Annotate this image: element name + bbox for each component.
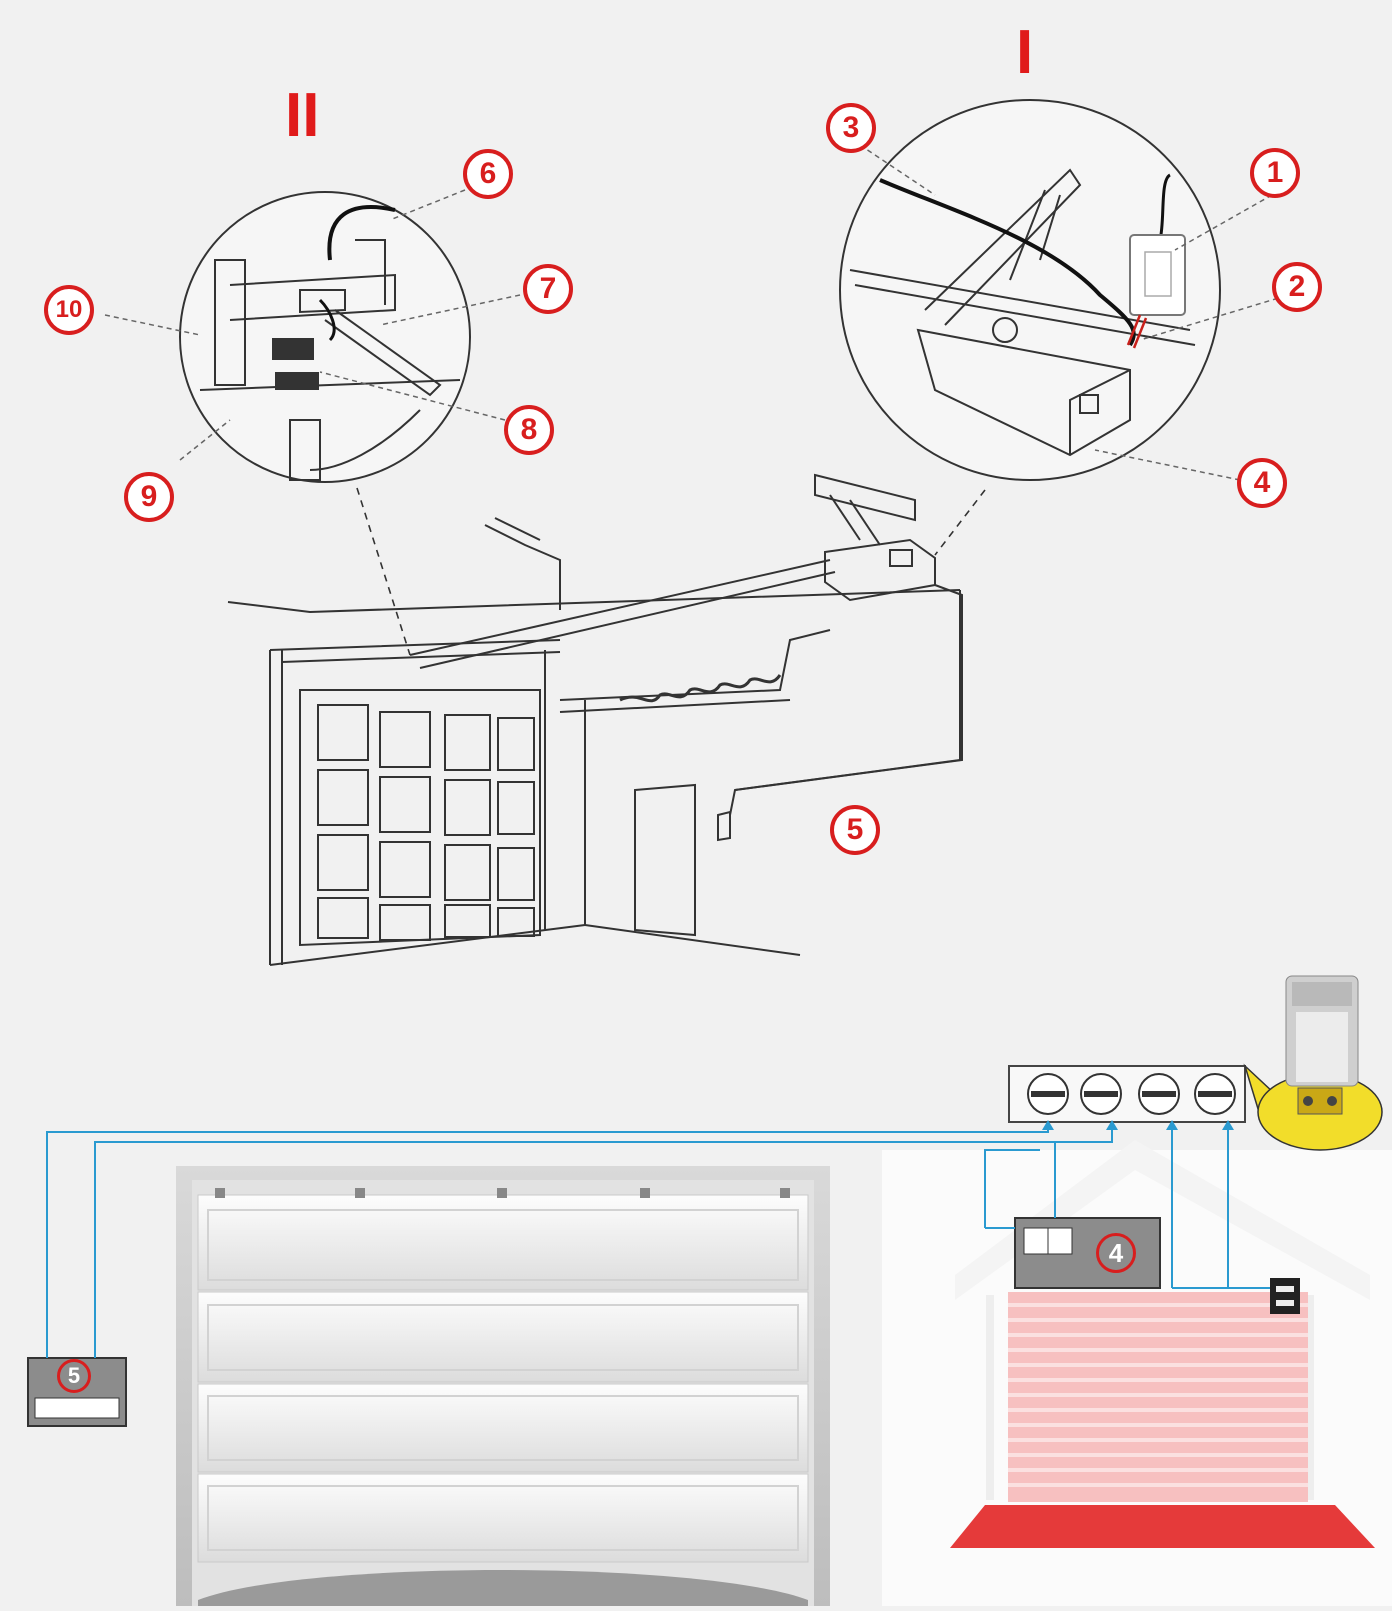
- wiring-arrows: [1042, 1120, 1234, 1130]
- detail-label-i: I: [1016, 18, 1034, 87]
- detail-circle-ii: [104, 189, 521, 483]
- relay-module-photo: [1243, 975, 1383, 1151]
- magnetic-reed-sensor-icon: [272, 338, 319, 390]
- controller-box: [1014, 1217, 1161, 1289]
- callout-1: 1: [1250, 148, 1300, 198]
- controller-label: 4: [1096, 1233, 1136, 1273]
- terminal-block: [1008, 1065, 1246, 1123]
- callout-9: 9: [124, 472, 174, 522]
- sectional-garage-door: [176, 1166, 830, 1606]
- callout-2: 2: [1272, 262, 1322, 312]
- callout-5: 5: [830, 805, 880, 855]
- opener-unit: [814, 473, 936, 602]
- callout-7: 7: [523, 264, 573, 314]
- callout-3: 3: [826, 103, 876, 153]
- garage-sketch: [227, 473, 986, 966]
- roller-door-house: [882, 1140, 1392, 1606]
- detail-circle-i: [839, 99, 1296, 481]
- screw-terminal-icon: [1027, 1073, 1236, 1115]
- callout-6: 6: [463, 149, 513, 199]
- detail-label-ii: II: [285, 81, 320, 150]
- switch-label: 5: [57, 1359, 91, 1393]
- callout-10: 10: [44, 285, 94, 335]
- callout-8: 8: [504, 405, 554, 455]
- callout-4: 4: [1237, 458, 1287, 508]
- door-sensor: [1270, 1278, 1300, 1314]
- wifi-relay-module-icon: [1129, 234, 1186, 316]
